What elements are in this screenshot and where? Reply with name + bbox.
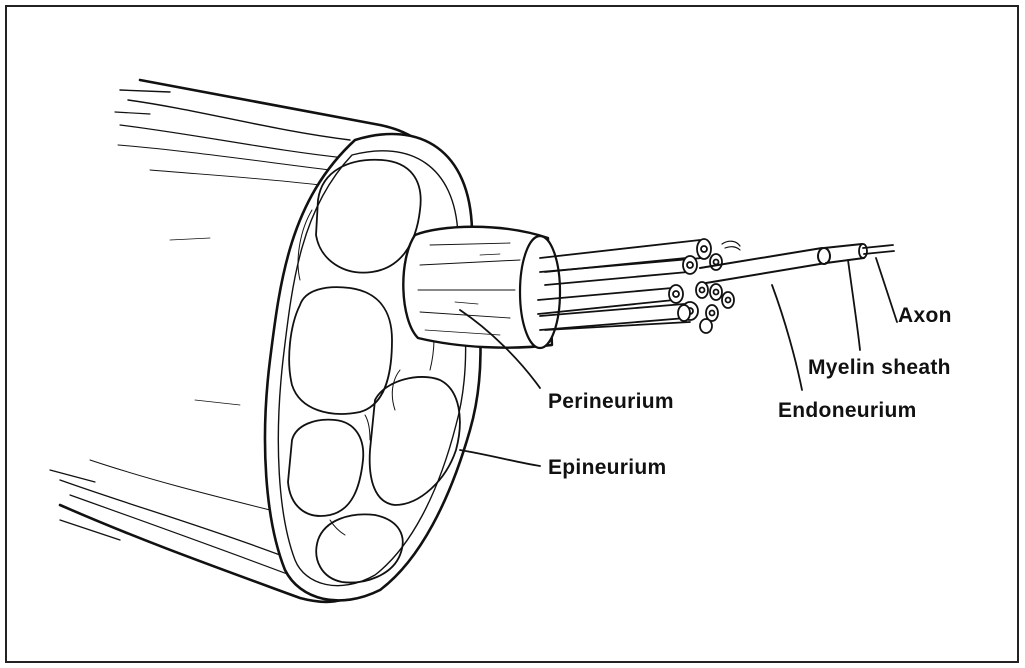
label-myelin-sheath: Myelin sheath bbox=[808, 356, 951, 379]
label-endoneurium: Endoneurium bbox=[778, 399, 917, 422]
label-epineurium: Epineurium bbox=[548, 456, 667, 479]
endoneurium-leader bbox=[772, 285, 802, 390]
perineurium-bundle bbox=[403, 227, 560, 348]
nerve-fibers bbox=[538, 239, 740, 333]
myelin-leader bbox=[848, 260, 860, 350]
epineurium-leader bbox=[460, 450, 540, 466]
extended-fiber bbox=[700, 244, 894, 283]
label-axon: Axon bbox=[898, 304, 952, 327]
epineurium-cross-section bbox=[265, 134, 480, 600]
label-perineurium: Perineurium bbox=[548, 390, 674, 413]
axon-leader bbox=[876, 258, 897, 322]
